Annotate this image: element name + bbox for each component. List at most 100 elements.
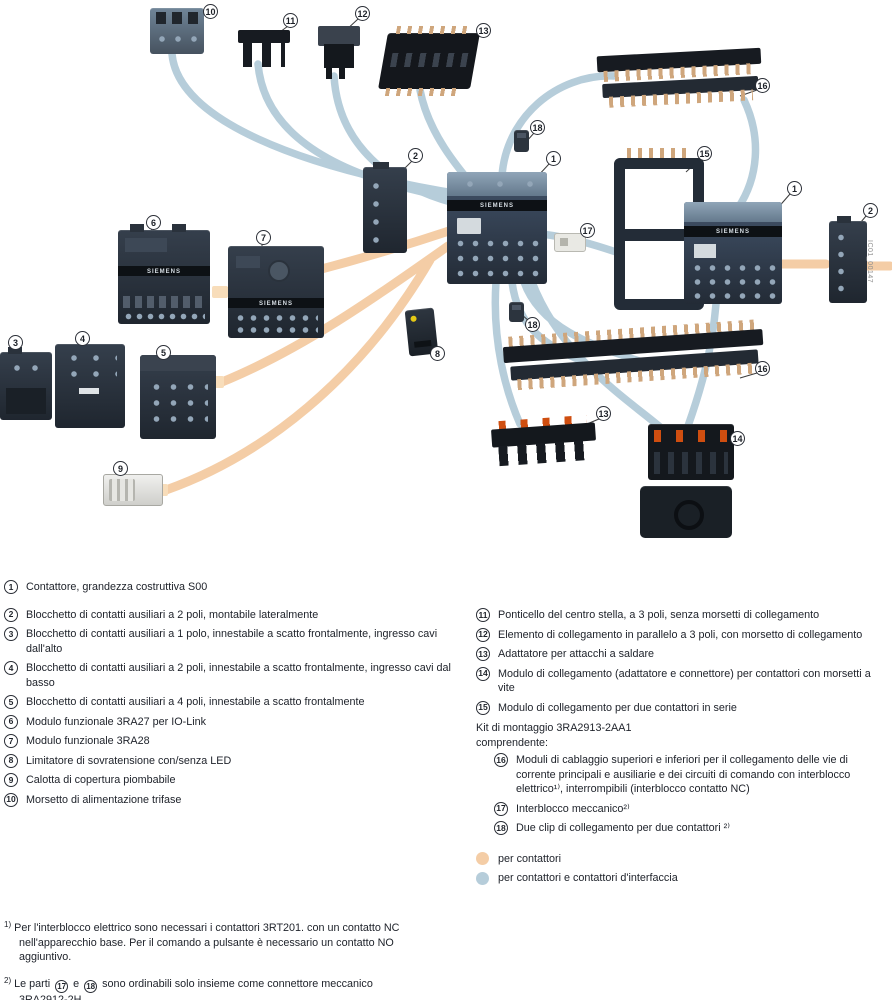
item-number-badge: 1 xyxy=(4,580,18,594)
adapter-pins-bottom xyxy=(384,88,463,96)
figure-id: IC01_00147 xyxy=(866,240,873,284)
siemens-logo: SIEMENS xyxy=(715,229,750,235)
kit-title: Kit di montaggio 3RA2913-2AA1 xyxy=(476,722,632,734)
component-aux-block-2pole-front xyxy=(55,344,125,428)
callout-11: 11 xyxy=(283,13,298,28)
item-text: Moduli di cablaggio superiori e inferior… xyxy=(516,754,851,795)
callout-9: 9 xyxy=(113,461,128,476)
adapter-hole xyxy=(674,500,704,530)
component-contactor-s00-center: SIEMENS xyxy=(447,172,547,284)
component-connecting-clip-top xyxy=(514,130,529,152)
aux-terminals xyxy=(368,177,384,243)
module-screw-row xyxy=(123,311,205,322)
aux-white-slot xyxy=(79,388,99,394)
module-screw-row xyxy=(234,312,318,334)
aux-terminals xyxy=(833,229,849,295)
footnotes: 1) Per l'interblocco elettrico sono nece… xyxy=(4,918,402,1000)
component-sealable-cover-cap xyxy=(103,474,163,506)
callout-5: 5 xyxy=(156,345,171,360)
legend-item: 14 Modulo di collegamento (adattatore e … xyxy=(476,666,890,696)
contactor-top-strip xyxy=(684,202,782,222)
item-number-badge: 16 xyxy=(494,753,508,767)
component-aux-block-4pole-front xyxy=(140,355,216,439)
callout-8: 8 xyxy=(430,346,445,361)
link-top xyxy=(318,26,360,46)
kit-subtitle: comprendente: xyxy=(476,736,549,749)
color-legend: per contattori per contattori e contatto… xyxy=(476,852,890,886)
footnote-2: 2) Le parti 17 e 18 sono ordinabili solo… xyxy=(4,974,402,1000)
component-connecting-clip-bottom xyxy=(509,302,524,322)
module-label-window xyxy=(236,256,260,268)
aux-terminals xyxy=(148,379,208,429)
legend-item: 4 Blocchetto di contatti ausiliari a 2 p… xyxy=(4,661,468,690)
item-number-badge: 18 xyxy=(494,821,508,835)
legend-item: 17 Interblocco meccanico²⁾ xyxy=(494,801,890,817)
item-number-badge: 17 xyxy=(494,801,508,816)
legend-item: 8 Limitatore di sovratensione con/senza … xyxy=(4,753,468,769)
legend-item: 10 Morsetto di alimentazione trifase xyxy=(4,792,468,808)
series-link-crossbar xyxy=(614,228,704,241)
link-pins xyxy=(326,66,352,79)
callout-16-top: 16 xyxy=(755,78,770,93)
item-text: Calotta di copertura piombabile xyxy=(26,774,176,786)
jumper-bar xyxy=(238,30,290,43)
footnote-1-marker: 1) xyxy=(4,920,12,929)
item-text: Modulo di collegamento per due contattor… xyxy=(498,701,737,714)
callout-6: 6 xyxy=(146,215,161,230)
callout-13-bottom: 13 xyxy=(596,406,611,421)
aux-terminals xyxy=(8,360,44,376)
brand-bar xyxy=(228,298,324,308)
item-text: Due clip di collegamento per due contatt… xyxy=(516,822,730,834)
item-number-badge: 6 xyxy=(4,714,18,729)
assembly-diagram: SIEMENS SIEMENS xyxy=(0,4,892,538)
footnote-ref-18: 18 xyxy=(84,980,98,994)
legend-item: 2 Blocchetto di contatti ausiliari a 2 p… xyxy=(4,607,468,623)
callout-18-bottom: 18 xyxy=(525,317,540,332)
module-orange-terminals xyxy=(654,430,728,442)
callout-14: 14 xyxy=(730,431,745,446)
siemens-logo: SIEMENS xyxy=(479,203,514,209)
brand-bar xyxy=(447,200,547,211)
rating-label xyxy=(457,218,481,234)
callout-4: 4 xyxy=(75,331,90,346)
module-label-window xyxy=(125,238,167,252)
component-connection-module-screw xyxy=(648,424,734,480)
item-number-badge: 5 xyxy=(4,695,18,709)
link-body xyxy=(324,44,354,68)
item-number-badge: 14 xyxy=(476,666,490,681)
callout-10: 10 xyxy=(203,4,218,19)
footnote-1: 1) Per l'interblocco elettrico sono nece… xyxy=(4,918,402,965)
item-number-badge: 15 xyxy=(476,700,490,715)
interlock-slot xyxy=(560,238,568,246)
component-connection-adapter xyxy=(640,486,732,538)
item-number-badge: 7 xyxy=(4,734,18,748)
callout-17: 17 xyxy=(580,223,595,238)
legend-item: 5 Blocchetto di contatti ausiliari a 4 p… xyxy=(4,695,468,710)
item-text: Interblocco meccanico²⁾ xyxy=(516,802,630,815)
brand-bar xyxy=(684,226,782,237)
blue-color-swatch xyxy=(476,871,489,885)
footnote-ref-17: 17 xyxy=(55,980,69,994)
legend-item: 18 Due clip di collegamento per due cont… xyxy=(494,821,890,836)
component-function-module-3ra27: SIEMENS xyxy=(118,224,210,324)
color-legend-text: per contattori xyxy=(498,852,562,865)
component-solder-adapter-top xyxy=(378,26,480,96)
item-text: Morsetto di alimentazione trifase xyxy=(26,793,182,806)
callout-7: 7 xyxy=(256,230,271,245)
color-legend-row: per contattori xyxy=(476,852,890,867)
component-three-phase-feed-terminal xyxy=(150,8,204,54)
legend-item: 16 Moduli di cablaggio superiori e infer… xyxy=(494,753,890,797)
aux-terminals xyxy=(63,350,117,382)
item-number-badge: 10 xyxy=(4,792,18,807)
item-text: Blocchetto di contatti ausiliari a 1 pol… xyxy=(26,628,438,655)
aux-lower-face xyxy=(6,388,46,414)
peach-color-swatch xyxy=(476,852,489,866)
item-number-badge: 11 xyxy=(476,608,490,622)
component-parallel-link xyxy=(318,26,360,80)
terminal-slots xyxy=(156,12,198,24)
footnote-2-text-mid: e xyxy=(73,977,80,990)
item-text: Blocchetto di contatti ausiliari a 2 pol… xyxy=(26,608,319,621)
callout-2-right: 2 xyxy=(863,203,878,218)
legend-item: 3 Blocchetto di contatti ausiliari a 1 p… xyxy=(4,627,468,656)
